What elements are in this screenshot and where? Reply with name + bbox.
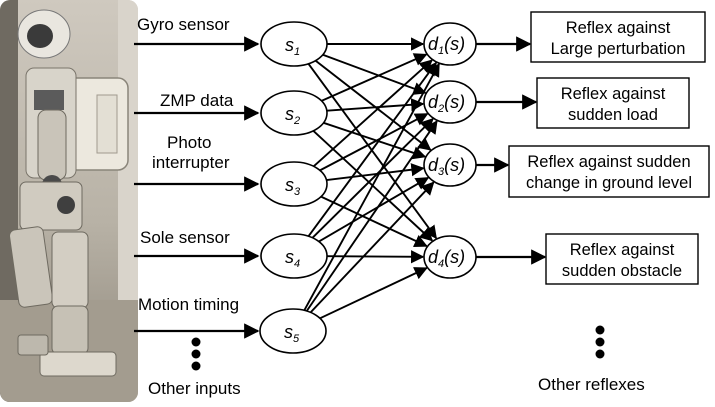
connection-s5-d2 (305, 120, 438, 312)
connection-s5-d1 (303, 62, 440, 311)
reflex-box-label: sudden load (568, 106, 658, 124)
connection-s3-d2 (319, 113, 429, 172)
decision-nodes: d1(s) d2(s) d3(s) d4(s) (423, 22, 477, 279)
reflex-box-3: Reflex against sudden change in ground le… (508, 145, 710, 198)
sensor-node-s1: s1 (260, 21, 328, 67)
sensor-node-label: s4 (285, 247, 300, 270)
connection-s4-d3 (318, 176, 430, 243)
reflex-box-label: Reflex against (570, 241, 675, 259)
connection-s5-d4 (319, 267, 428, 320)
reflex-box-label: change in ground level (526, 174, 692, 192)
decision-node-label: d3(s) (428, 155, 465, 178)
reflex-box-4: Reflex against sudden obstacle (545, 233, 699, 285)
connection-s3-d4 (320, 195, 428, 247)
reflex-box-label: Reflex against (561, 85, 666, 103)
input-arrows (134, 36, 260, 339)
input-label-photo-interrupter-line2: interrupter (152, 153, 230, 172)
decision-node-label: d4(s) (428, 247, 465, 270)
reflex-box-2: Reflex against sudden load (536, 77, 690, 129)
reflex-box-label: sudden obstacle (562, 262, 682, 280)
input-label-zmp-data: ZMP data (160, 91, 234, 110)
reflex-box-label: Large perturbation (551, 40, 686, 58)
connection-s3-d3 (326, 163, 425, 181)
connection-s3-d1 (313, 59, 433, 168)
sensor-node-s5: s5 (259, 308, 327, 354)
connection-s1-d2 (322, 53, 427, 95)
connection-s4-d2 (311, 118, 434, 239)
sensor-node-label: s1 (285, 35, 300, 58)
sensor-node-label: s5 (284, 322, 300, 345)
sensor-node-s2: s2 (260, 90, 328, 136)
output-arrows (476, 36, 547, 265)
sensor-node-label: s3 (285, 175, 301, 198)
input-label-gyro-sensor: Gyro sensor (137, 15, 230, 34)
reflex-box-label: Reflex against (566, 19, 671, 37)
decision-node-label: d1(s) (428, 34, 465, 57)
connection-s2-d3 (323, 121, 427, 160)
connection-s4-d4 (326, 250, 425, 264)
robot-photo (0, 0, 138, 402)
connection-s2-d2 (326, 98, 425, 112)
other-reflexes-label: Other reflexes (538, 375, 645, 394)
decision-node-d1: d1(s) (423, 22, 477, 66)
sensor-nodes: s1 s2 s3 s4 s5 (259, 21, 328, 354)
connection-s5-d3 (309, 181, 435, 314)
decision-node-d3: d3(s) (423, 143, 477, 187)
decision-node-label: d2(s) (428, 92, 465, 115)
connection-s2-d1 (321, 53, 428, 102)
connection-s4-d1 (307, 61, 437, 237)
connection-s1-d3 (314, 59, 432, 151)
decision-node-d2: d2(s) (423, 80, 477, 124)
input-label-motion-timing: Motion timing (138, 295, 239, 314)
network-connections (303, 37, 440, 320)
vertical-ellipsis-icon (191, 337, 201, 371)
reflex-box-label: Reflex against sudden (527, 153, 690, 171)
sensor-node-s3: s3 (260, 161, 328, 207)
vertical-ellipsis-icon (595, 325, 605, 359)
input-label-photo-interrupter-line1: Photo (167, 133, 211, 152)
sensor-node-s4: s4 (260, 233, 328, 279)
sensor-node-label: s2 (285, 104, 300, 127)
decision-node-d4: d4(s) (423, 235, 477, 279)
input-label-sole-sensor: Sole sensor (140, 228, 230, 247)
other-inputs-label: Other inputs (148, 379, 241, 398)
